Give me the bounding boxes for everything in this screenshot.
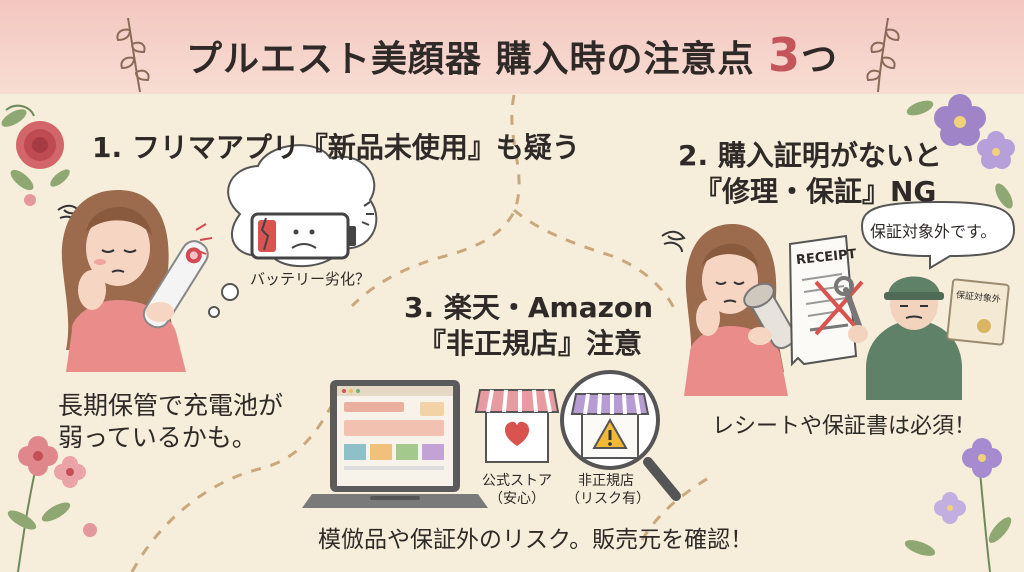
worried-woman-illustration (57, 190, 213, 372)
certificate-icon (946, 278, 1010, 346)
pink-flower-icon (7, 436, 97, 572)
section-3-heading-line2: 『非正規店』注意 (418, 327, 643, 360)
receipt-icon (788, 234, 858, 367)
section-2-heading-line1: 2. 購入証明がないと (678, 139, 942, 172)
laptop-icon (302, 380, 488, 508)
speech-bubble (860, 200, 1016, 270)
page-title: プルエスト美顔器 購入時の注意点 3つ (185, 28, 839, 82)
divider-line (513, 208, 677, 311)
section-2-heading-line2: 『修理・保証』NG (694, 175, 937, 208)
section-3-heading-line1: 3. 楽天・Amazon (404, 291, 654, 324)
section-3-number: 3. (404, 291, 435, 324)
cross-mark-icon (814, 280, 864, 336)
section-1-heading: 1. フリマアプリ『新品未使用』も疑う (92, 131, 580, 164)
unofficial-store-sublabel: （リスク有） (566, 491, 650, 507)
section-3-note: 模倣品や保証外のリスク。販売元を確認！ (318, 527, 754, 553)
battery-thought-text: バッテリー劣化？ (250, 270, 371, 288)
header-band (0, 0, 1024, 94)
degraded-battery-icon (250, 201, 374, 260)
divider-line (640, 474, 713, 541)
worried-woman-illustration (661, 224, 796, 396)
section-1-number: 1. (92, 131, 123, 164)
unofficial-store-label: 非正規店 (578, 473, 634, 489)
official-store-sublabel: （安心） (489, 491, 545, 507)
section-2-number: 2. (678, 139, 709, 172)
right-sprig-icon (866, 17, 900, 93)
worker-speech-text: 保証対象外です。 (870, 222, 997, 241)
divider-line (130, 404, 334, 572)
official-store-icon (474, 389, 560, 463)
purple-flower-icon (904, 438, 1012, 572)
purple-flower-icon (906, 94, 1015, 209)
repair-worker-illustration (834, 276, 962, 400)
warning-icon (592, 417, 628, 449)
divider-line (350, 94, 521, 308)
left-sprig-icon (116, 17, 150, 93)
rose-icon (1, 104, 70, 206)
section-1-note-line1: 長期保管で充電池が (58, 391, 284, 420)
section-1-note-line2: 弱っているかも。 (58, 423, 257, 452)
official-store-label: 公式ストア (482, 473, 552, 489)
section-2-note: レシートや保証書は必須！ (712, 414, 977, 439)
